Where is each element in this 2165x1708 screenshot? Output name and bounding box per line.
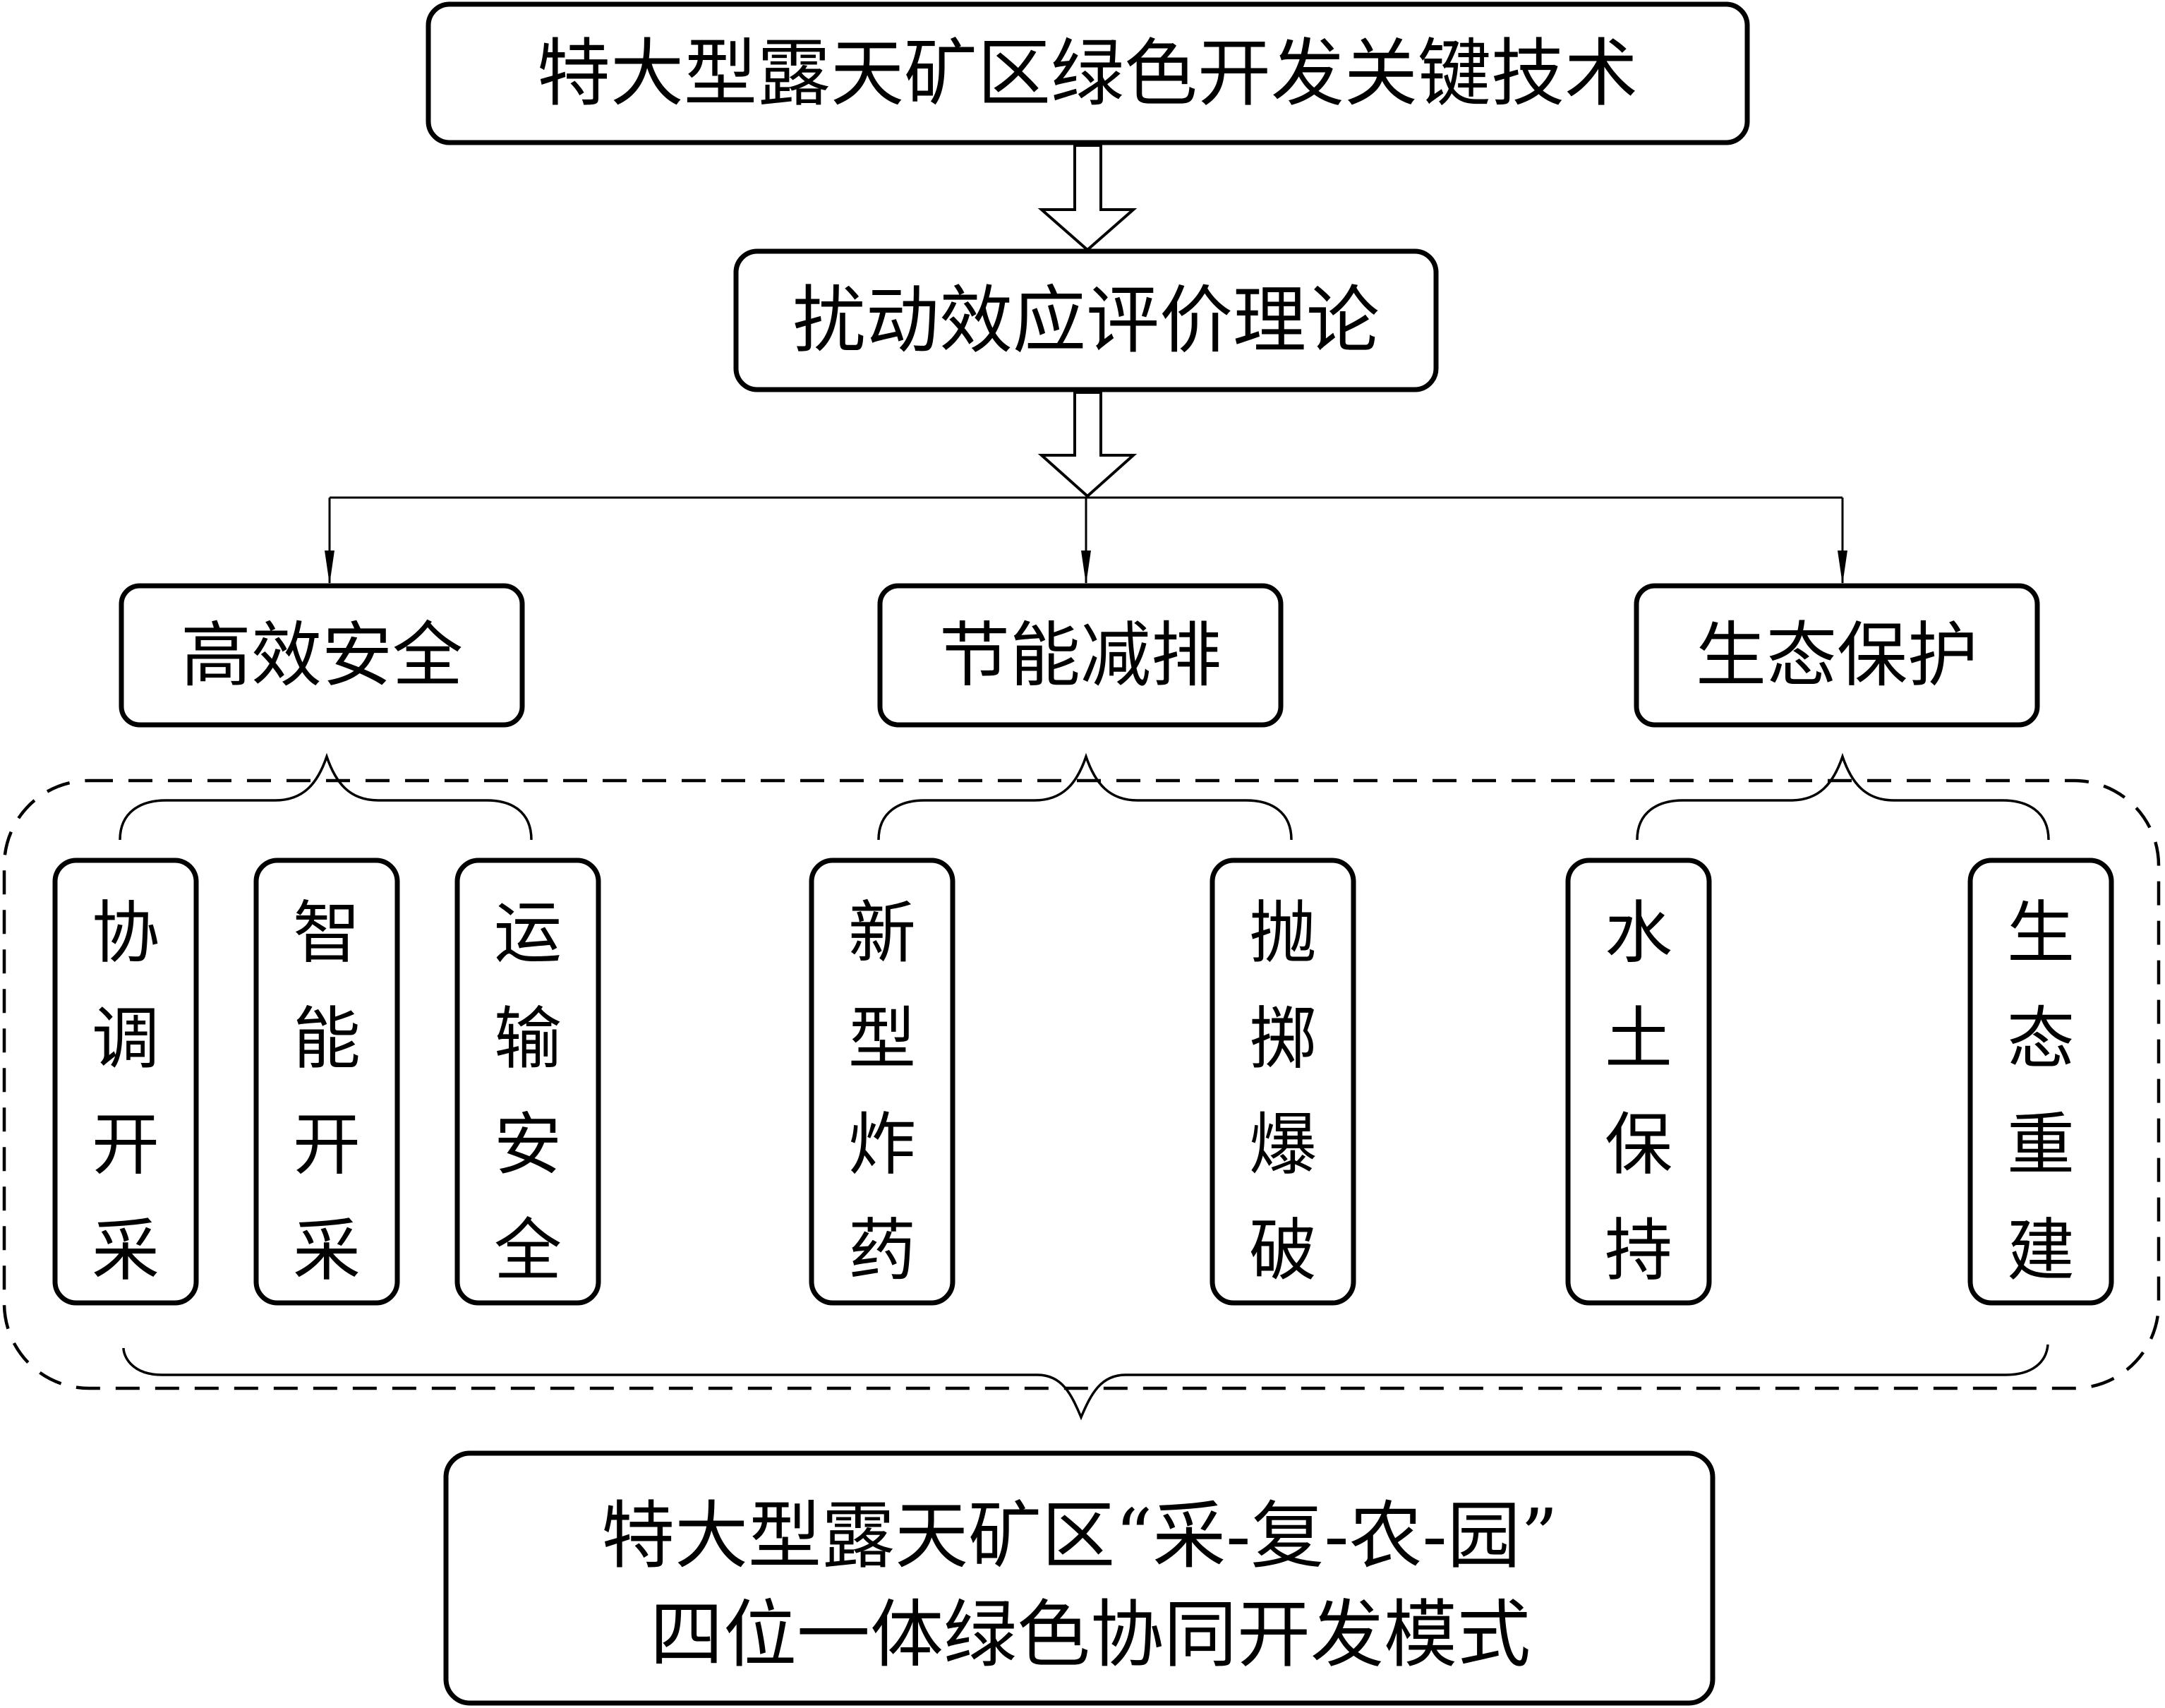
leaf-label-char: 调 bbox=[92, 999, 159, 1078]
leaf-label-char: 抛 bbox=[1249, 894, 1317, 973]
hollow-arrow-down-2 bbox=[1037, 391, 1138, 498]
brace-down-bottom bbox=[122, 1344, 2049, 1421]
category-label: 高效安全 bbox=[181, 614, 463, 697]
leaf-label-char: 重 bbox=[2007, 1105, 2075, 1184]
category-box bbox=[119, 583, 525, 728]
brace-up-left bbox=[119, 752, 533, 841]
theory-box bbox=[733, 248, 1439, 392]
hollow-arrow-down-1 bbox=[1037, 144, 1138, 252]
leaf-box bbox=[454, 858, 601, 1306]
category-label: 生态保护 bbox=[1696, 614, 1978, 697]
leaf-label-char: 建 bbox=[2007, 1211, 2075, 1290]
brace-up-right bbox=[1636, 752, 2050, 841]
brace-up-center bbox=[877, 752, 1293, 841]
theory-node: 扰动效应评价理论 bbox=[733, 248, 1439, 392]
root-node: 特大型露天矿区绿色开发关键技术 bbox=[426, 1, 1750, 145]
category-box bbox=[1634, 583, 2040, 728]
category-node-ecological-protection: 生态保护 bbox=[1634, 583, 2040, 728]
root-label: 特大型露天矿区绿色开发关键技术 bbox=[537, 30, 1638, 116]
leaf-box bbox=[1967, 858, 2114, 1306]
leaf-label-char: 全 bbox=[494, 1211, 562, 1290]
leaf-box bbox=[1565, 858, 1712, 1306]
arrowhead-center-icon bbox=[1081, 551, 1091, 584]
leaf-label-char: 水 bbox=[1605, 894, 1672, 973]
branch-connector bbox=[325, 496, 1847, 584]
leaf-label-char: 掷 bbox=[1249, 999, 1317, 1078]
leaf-label-char: 能 bbox=[293, 999, 361, 1078]
theory-label: 扰动效应评价理论 bbox=[792, 277, 1380, 363]
leaf-box bbox=[1210, 858, 1356, 1306]
result-box bbox=[443, 1450, 1715, 1706]
leaf-label-char: 开 bbox=[293, 1105, 361, 1184]
leaf-label-char: 开 bbox=[92, 1105, 159, 1184]
result-node: 特大型露天矿区“采-复-农-园” 四位一体绿色协同开发模式 bbox=[443, 1450, 1715, 1706]
leaf-label-char: 持 bbox=[1605, 1211, 1672, 1290]
leaf-box bbox=[253, 858, 400, 1306]
category-box bbox=[877, 583, 1284, 728]
leaf-label-char: 破 bbox=[1249, 1211, 1317, 1290]
leaf-label-char: 爆 bbox=[1249, 1105, 1317, 1184]
leaf-label-char: 态 bbox=[2007, 999, 2075, 1078]
leaf-label-char: 采 bbox=[92, 1211, 159, 1290]
leaf-label-char: 安 bbox=[494, 1105, 562, 1184]
leaf-label-char: 协 bbox=[92, 894, 159, 973]
root-box bbox=[426, 1, 1750, 145]
category-node-energy-saving: 节能减排 bbox=[877, 583, 1284, 728]
leaf-label-char: 生 bbox=[2007, 894, 2075, 973]
dashed-group-border bbox=[2, 778, 2161, 1390]
category-node-efficient-safety: 高效安全 bbox=[119, 583, 525, 728]
leaf-box bbox=[52, 858, 199, 1306]
category-label: 节能减排 bbox=[939, 614, 1222, 697]
leaf-box bbox=[809, 858, 955, 1306]
leaf-label-char: 炸 bbox=[848, 1105, 916, 1184]
leaf-label-char: 土 bbox=[1605, 999, 1672, 1078]
leaf-label-char: 型 bbox=[848, 999, 916, 1078]
result-label-line1: 特大型露天矿区“采-复-农-园” bbox=[601, 1493, 1558, 1579]
leaf-label-char: 新 bbox=[848, 894, 916, 973]
leaf-label-char: 采 bbox=[293, 1211, 361, 1290]
leaf-label-char: 运 bbox=[494, 894, 562, 973]
leaf-label-char: 智 bbox=[293, 894, 361, 973]
leaf-label-char: 输 bbox=[494, 999, 562, 1078]
result-label-line2: 四位一体绿色协同开发模式 bbox=[650, 1592, 1531, 1678]
arrowhead-left-icon bbox=[325, 551, 334, 584]
leaf-label-char: 药 bbox=[848, 1211, 916, 1290]
arrowhead-right-icon bbox=[1838, 551, 1847, 584]
leaf-label-char: 保 bbox=[1605, 1105, 1672, 1184]
